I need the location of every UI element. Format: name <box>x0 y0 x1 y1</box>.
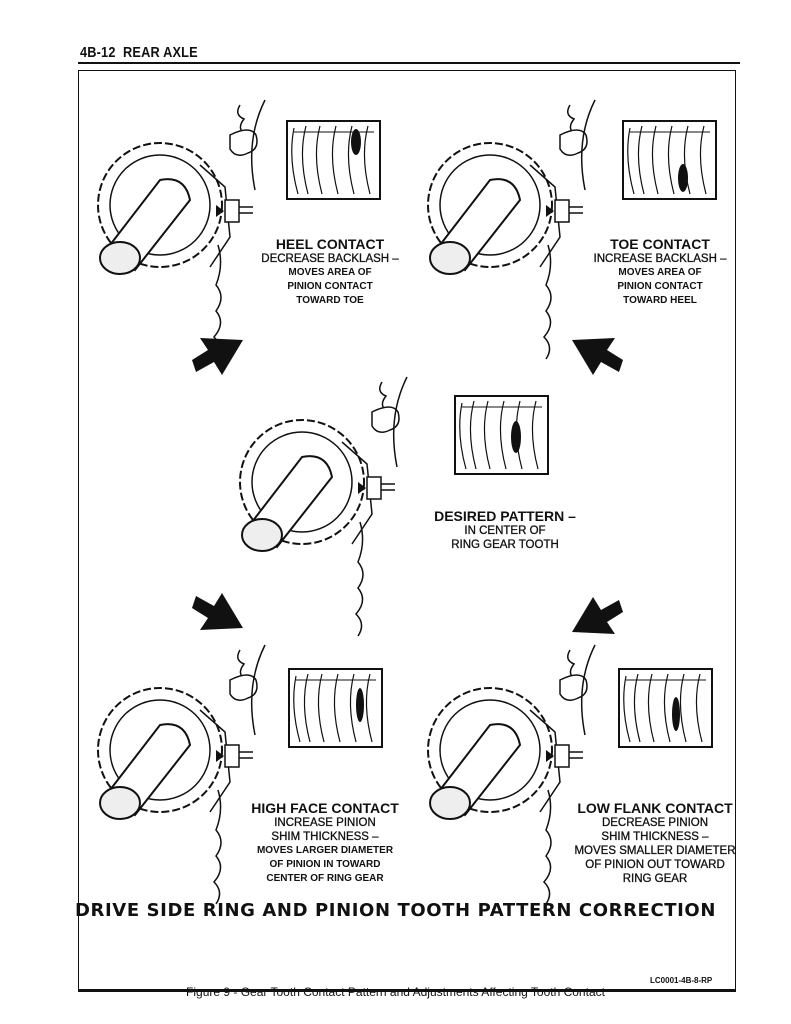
desired-pattern-title: DESIRED PATTERN – <box>434 508 576 524</box>
contact-patch <box>678 164 688 192</box>
label-line: SHIM THICKNESS – <box>271 831 379 843</box>
contact-patch <box>351 129 361 155</box>
figure-frame <box>78 70 736 992</box>
label-line: RING GEAR TOOTH <box>451 539 559 551</box>
label-line: MOVES SMALLER DIAMETER <box>574 845 736 857</box>
heel-contact-illustration <box>97 99 381 360</box>
page-number: 4B-12 <box>80 44 116 61</box>
contact-patch <box>356 688 364 722</box>
high-face-contact-illustration <box>97 644 383 905</box>
desired-pattern-illustration <box>239 376 549 637</box>
label-line: PINION CONTACT <box>617 281 703 292</box>
label-line: CENTER OF RING GEAR <box>266 873 384 884</box>
label-line: INCREASE PINION <box>274 817 376 829</box>
label-line: OF PINION IN TOWARD <box>269 859 381 870</box>
contact-patch <box>511 421 521 453</box>
desired-pattern-label: DESIRED PATTERN – IN CENTER OF RING GEAR… <box>430 508 580 552</box>
arrow-icon <box>572 597 623 634</box>
page-header: 4B-12 REAR AXLE <box>80 44 198 61</box>
label-line: DECREASE PINION <box>601 817 709 829</box>
heel-contact-title: HEEL CONTACT <box>275 236 385 252</box>
label-line: INCREASE BACKLASH – <box>593 253 727 265</box>
diagram-title: DRIVE SIDE RING AND PINION TOOTH PATTERN… <box>74 900 716 921</box>
arrow-icon <box>572 338 623 375</box>
label-line: OF PINION OUT TOWARD <box>585 859 725 871</box>
label-line: MOVES LARGER DIAMETER <box>256 845 394 856</box>
high-face-contact-label: HIGH FACE CONTACT INCREASE PINION SHIM T… <box>240 800 410 886</box>
toe-contact-label: TOE CONTACT INCREASE BACKLASH – MOVES AR… <box>585 236 735 308</box>
section-title: REAR AXLE <box>123 44 198 61</box>
label-line: MOVES AREA OF <box>618 267 702 278</box>
arrow-icon <box>192 338 243 375</box>
heel-contact-label: HEEL CONTACT DECREASE BACKLASH – MOVES A… <box>255 236 405 308</box>
label-line: DECREASE BACKLASH – <box>261 253 399 265</box>
label-line: TOWARD TOE <box>296 295 364 306</box>
contact-patch <box>672 697 680 731</box>
low-flank-contact-illustration <box>427 644 713 905</box>
low-flank-contact-title: LOW FLANK CONTACT <box>577 800 733 816</box>
figure-code: LC0001-4B-8-RP <box>650 976 713 985</box>
label-line: PINION CONTACT <box>287 281 373 292</box>
label-line: RING GEAR <box>622 873 688 885</box>
header-rule <box>78 62 740 64</box>
low-flank-contact-label: LOW FLANK CONTACT DECREASE PINION SHIM T… <box>570 800 740 886</box>
toe-contact-title: TOE CONTACT <box>610 236 710 252</box>
label-line: MOVES AREA OF <box>288 267 372 278</box>
label-line: TOWARD HEEL <box>623 295 697 306</box>
figure-caption: Figure 9 - Gear Tooth Contact Pattern an… <box>186 985 605 999</box>
arrow-icon <box>192 593 243 630</box>
label-line: IN CENTER OF <box>464 525 546 537</box>
toe-contact-illustration <box>427 99 717 360</box>
high-face-contact-title: HIGH FACE CONTACT <box>251 800 399 816</box>
label-line: SHIM THICKNESS – <box>601 831 709 843</box>
